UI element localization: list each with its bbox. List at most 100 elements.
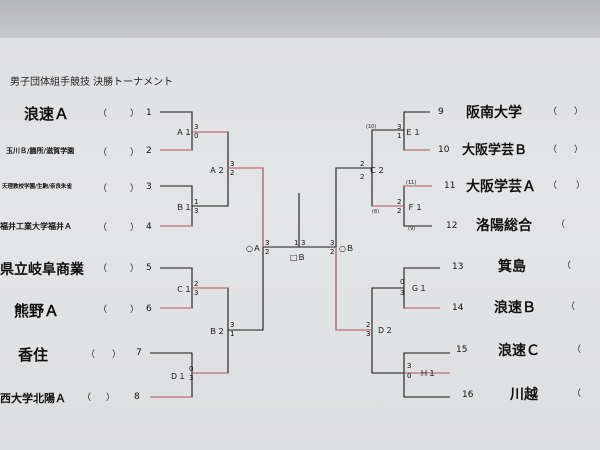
score-semiA-top: 3 — [265, 239, 270, 247]
paren-open-8: （ — [82, 393, 92, 403]
score-A1-bot: 0 — [194, 132, 199, 140]
paren-open-13: （ — [562, 261, 572, 271]
tournament-sheet — [0, 38, 600, 450]
paren-open-7: （ — [86, 350, 96, 360]
team-num-2: 2 — [146, 146, 152, 156]
paren-open-10: （ — [548, 145, 558, 155]
team-num-7: 7 — [136, 348, 142, 358]
paren-close-5: ） — [130, 264, 140, 274]
score-A2-top: 3 — [230, 160, 235, 168]
page-title: 男子団体組手競技 決勝トーナメント — [10, 77, 174, 88]
score-D2-top: 2 — [366, 321, 371, 329]
team-num-15: 15 — [456, 345, 468, 355]
team-name-4: 福井工業大学福井Ａ — [0, 222, 72, 231]
team-num-6: 6 — [146, 304, 152, 314]
team-name-6: 熊野Ａ — [14, 302, 60, 320]
score-D1-top: 0 — [189, 365, 194, 373]
team-name-8: 西大学北陽Ａ — [0, 392, 66, 405]
paren-close-8: ） — [106, 393, 116, 403]
team-num-4: 4 — [146, 222, 152, 232]
paren-close-2: ） — [130, 148, 140, 158]
match-label-F1: Ｆ１ — [407, 203, 423, 212]
team-name-11: 大阪学芸Ａ — [466, 179, 536, 195]
paren-close-1: ） — [130, 109, 140, 119]
team-name-2: 玉川Ｂ/膳所/滋賀学園 — [6, 147, 75, 155]
team-name-13: 箕島 — [498, 259, 526, 275]
seed-F1-low: (9) — [408, 226, 416, 232]
score-E1-top: 3 — [397, 123, 402, 131]
score-B1-top: 1 — [194, 198, 199, 206]
paren-open-14: （ — [566, 302, 576, 312]
team-num-12: 12 — [446, 221, 458, 231]
match-label-final: □Ｂ — [290, 253, 306, 262]
score-H1-bot: 0 — [407, 372, 412, 380]
seed-E1: (10) — [366, 124, 377, 130]
score-H1-top: 3 — [407, 362, 412, 370]
bracket-H1 — [403, 352, 450, 398]
match-label-C2: Ｃ２ — [369, 166, 385, 175]
winner-line-semiA — [228, 167, 264, 247]
score-B2-top: 3 — [230, 321, 235, 329]
match-label-A2: Ａ２ — [209, 166, 225, 175]
paren-open-1: （ — [98, 109, 108, 119]
paren-close-9: ） — [574, 107, 584, 117]
team-name-15: 浪速Ｃ — [498, 343, 540, 359]
winner-line-B2 — [192, 287, 228, 374]
paren-close-6: ） — [130, 305, 140, 315]
team-name-10: 大阪学芸Ｂ — [462, 143, 528, 158]
score-C2-top: 2 — [360, 160, 365, 168]
paren-close-4: ） — [130, 223, 140, 233]
score-D2-bot: 3 — [366, 330, 371, 338]
match-label-H1: Ｈ１ — [420, 369, 436, 378]
score-final-left: 1 — [294, 239, 299, 247]
seed-F1-bot: (8) — [372, 209, 380, 215]
score-A1-top: 3 — [194, 123, 199, 131]
match-label-A1: Ａ１ — [176, 128, 192, 137]
paren-open-12: （ — [556, 220, 566, 230]
paren-close-7: ） — [112, 350, 122, 360]
team-num-3: 3 — [146, 182, 152, 192]
score-B1-bot: 3 — [194, 207, 199, 215]
team-num-5: 5 — [146, 263, 152, 273]
score-B2-bot: 1 — [230, 330, 235, 338]
team-name-7: 香住 — [18, 346, 49, 364]
match-label-D2: Ｄ２ — [377, 326, 393, 335]
score-F1-bot: 2 — [397, 207, 402, 215]
match-label-semiB: ○Ｂ — [339, 244, 354, 253]
score-D1-bot: 3 — [189, 374, 194, 382]
team-num-11: 11 — [444, 181, 456, 191]
team-num-14: 14 — [452, 303, 464, 313]
score-C2-bot: 2 — [360, 173, 365, 181]
paren-open-15: （ — [572, 345, 582, 355]
match-label-E1: Ｅ１ — [405, 128, 421, 137]
score-semiB-top: 3 — [330, 239, 335, 247]
team-num-9: 9 — [438, 107, 444, 117]
winner-line-D2 — [335, 247, 372, 331]
paren-close-10: ） — [574, 145, 584, 155]
paren-close-3: ） — [130, 184, 140, 194]
team-name-9: 阪南大学 — [466, 105, 522, 121]
match-label-B2: Ｂ２ — [209, 327, 225, 336]
score-final-right: 3 — [301, 239, 306, 247]
team-name-14: 浪速Ｂ — [494, 300, 536, 316]
paren-open-16: （ — [572, 389, 582, 399]
team-num-8: 8 — [134, 392, 140, 402]
team-name-16: 川越 — [510, 387, 538, 403]
paren-open-5: （ — [98, 264, 108, 274]
score-A2-bot: 2 — [230, 169, 235, 177]
paren-open-6: （ — [98, 305, 108, 315]
score-E1-bot: 1 — [397, 132, 402, 140]
match-label-B1: Ｂ１ — [176, 203, 192, 212]
team-num-16: 16 — [462, 390, 474, 400]
score-G1-bot: 3 — [400, 289, 405, 297]
team-name-3: 天理教校学園/生駒/奈良朱雀 — [2, 184, 73, 190]
paren-open-11: （ — [548, 181, 558, 191]
team-name-12: 洛陽総合 — [476, 218, 532, 234]
score-C1-bot: 3 — [194, 289, 199, 297]
match-label-D1: Ｄ１ — [170, 372, 186, 381]
score-C1-top: 2 — [194, 280, 199, 288]
match-label-C1: Ｃ１ — [176, 285, 192, 294]
paren-open-9: （ — [548, 107, 558, 117]
paren-open-2: （ — [98, 148, 108, 158]
